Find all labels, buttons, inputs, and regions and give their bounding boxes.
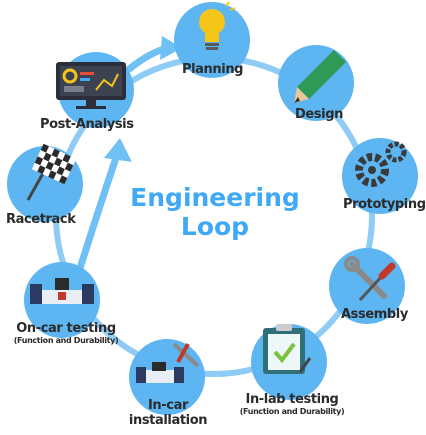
car-tools-icon xyxy=(136,342,200,383)
checkered-flag-icon xyxy=(26,143,77,201)
in-car-label-line-2: installation xyxy=(128,413,208,428)
title-line-2: Loop xyxy=(180,212,250,241)
in-lab-testing-label-group: In-lab testing (Function and Durability) xyxy=(226,392,358,416)
lightbulb-icon xyxy=(199,1,236,50)
post-analysis-label: Post-Analysis xyxy=(40,117,134,132)
diagram-title: Engineering Loop xyxy=(100,183,330,241)
pencil-icon xyxy=(294,50,346,103)
return-arrow-head xyxy=(104,138,132,162)
in-lab-testing-sub: (Function and Durability) xyxy=(239,407,345,416)
in-car-installation-label-group: In-car installation xyxy=(120,398,216,428)
on-car-testing-label: On-car testing xyxy=(16,321,116,336)
in-car-label-line-1: In-car xyxy=(148,398,188,413)
gears-icon xyxy=(355,141,407,187)
loop-arrow-head xyxy=(160,36,182,60)
prototyping-label: Prototyping xyxy=(343,197,426,212)
in-lab-testing-label: In-lab testing xyxy=(245,392,339,407)
title-line-1: Engineering xyxy=(130,183,300,212)
race-car-icon xyxy=(30,278,94,304)
on-car-testing-sub: (Function and Durability) xyxy=(13,336,119,345)
computer-monitor-icon xyxy=(56,62,126,109)
planning-label: Planning xyxy=(182,62,244,77)
assembly-label: Assembly xyxy=(341,307,408,322)
on-car-testing-label-group: On-car testing (Function and Durability) xyxy=(0,321,132,345)
clipboard-check-icon xyxy=(263,324,312,374)
wrench-screwdriver-icon xyxy=(344,256,396,302)
design-label: Design xyxy=(295,107,343,122)
racetrack-label: Racetrack xyxy=(6,212,76,227)
